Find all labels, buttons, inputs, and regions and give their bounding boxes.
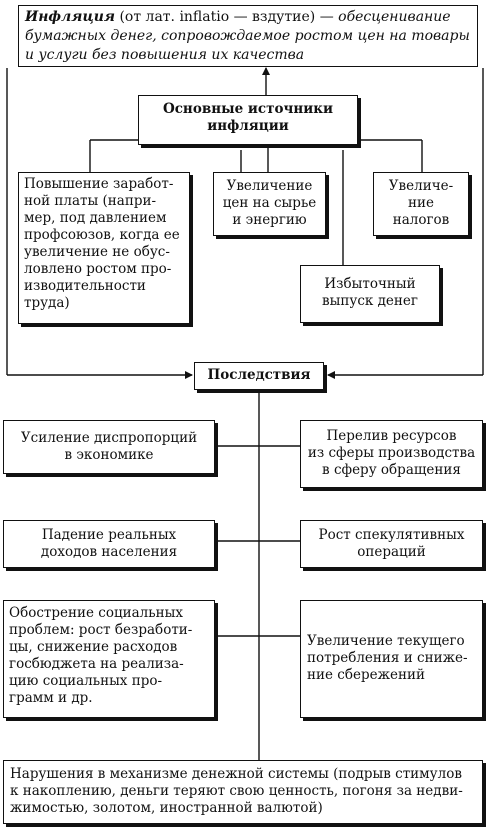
consequence-line: цы, снижение расходов [9, 639, 178, 655]
consequence-line: Перелив ресурсов [326, 428, 457, 444]
source-money-line: Избыточный [324, 276, 416, 292]
definition-line1: обесценивание [338, 9, 451, 25]
definition-origin: (от лат. inflatio — вздутие) — [115, 9, 339, 25]
consequence-line: ние сбережений [307, 667, 425, 683]
consequence-bottom-line: Нарушения в механизме денежной системы (… [10, 766, 462, 782]
consequence-line: операций [357, 544, 426, 560]
consequence-line: цию социальных про- [9, 673, 163, 689]
consequence-line: Рост спекулятивных [318, 527, 465, 543]
consequence-box: Усиление диспропорций в экономике [3, 420, 215, 474]
sources-title-line2: инфляции [207, 118, 289, 134]
source-raw-line: цен на сырье [222, 195, 317, 211]
consequences-title: Последствия [207, 367, 311, 383]
source-wages-line: труда) [24, 295, 70, 311]
consequence-line: грамм и др. [9, 690, 93, 706]
consequence-line: Усиление диспропорций [20, 430, 198, 446]
consequence-box: Увеличение текущего потребления и сниже-… [300, 600, 483, 718]
definition-line2: бумажных денег, сопровождаемое ростом це… [25, 28, 470, 44]
source-wages-line: профсоюзов, когда ее [24, 227, 180, 243]
source-wages-line: мер, под давлением [24, 210, 167, 226]
definition-box: Инфляция (от лат. inflatio — вздутие) — … [18, 5, 478, 67]
consequence-box: Обострение социальных проблем: рост безр… [3, 600, 215, 718]
source-money-box: Избыточный выпуск денег [300, 265, 440, 323]
consequence-line: проблем: рост безработи- [9, 622, 193, 638]
source-wages-line: увеличение не обус- [24, 244, 170, 260]
consequence-bottom-line: жимостью, золотом, иностранной валютой) [10, 800, 323, 816]
source-wages-line: Повышение заработ- [24, 176, 174, 192]
source-money-line: выпуск денег [322, 293, 418, 309]
consequence-line: доходов населения [40, 544, 178, 560]
sources-title-line1: Основные источники [162, 101, 334, 117]
source-taxes-line: налогов [392, 212, 450, 228]
definition-term: Инфляция [25, 9, 116, 25]
consequence-bottom-line: к накоплению, деньги теряют свою ценност… [10, 783, 463, 799]
consequence-line: в сферу обращения [322, 462, 461, 478]
consequence-line: потребления и сниже- [307, 650, 468, 666]
consequence-line: госбюджета на реализа- [9, 656, 184, 672]
consequence-box: Перелив ресурсов из сферы производства в… [300, 420, 483, 488]
definition-line3: и услуги без повышения их качества [25, 47, 305, 63]
source-wages-line: ловлено ростом про- [24, 261, 172, 277]
consequence-line: Увеличение текущего [307, 633, 465, 649]
consequence-box: Рост спекулятивных операций [300, 520, 483, 568]
consequences-title-box: Последствия [194, 362, 324, 390]
source-taxes-line: ние [408, 195, 434, 211]
consequence-line: Падение реальных [41, 527, 177, 543]
source-wages-box: Повышение заработ- ной платы (напри- мер… [18, 172, 190, 324]
consequence-line: Обострение социальных [9, 605, 183, 621]
source-raw-box: Увеличение цен на сырье и энергию [213, 172, 326, 236]
consequence-line: в экономике [64, 447, 154, 463]
source-raw-line: Увеличение [226, 178, 313, 194]
source-taxes-box: Увеличе- ние налогов [373, 172, 469, 236]
consequence-line: из сферы производства [307, 445, 476, 461]
source-taxes-line: Увеличе- [388, 178, 454, 194]
consequence-bottom-box: Нарушения в механизме денежной системы (… [3, 760, 483, 824]
consequence-box: Падение реальных доходов населения [3, 520, 215, 568]
sources-title-box: Основные источники инфляции [138, 95, 358, 145]
source-wages-line: ной платы (напри- [24, 193, 157, 209]
source-wages-line: изводительности [24, 278, 146, 294]
source-raw-line: и энергию [232, 212, 307, 228]
